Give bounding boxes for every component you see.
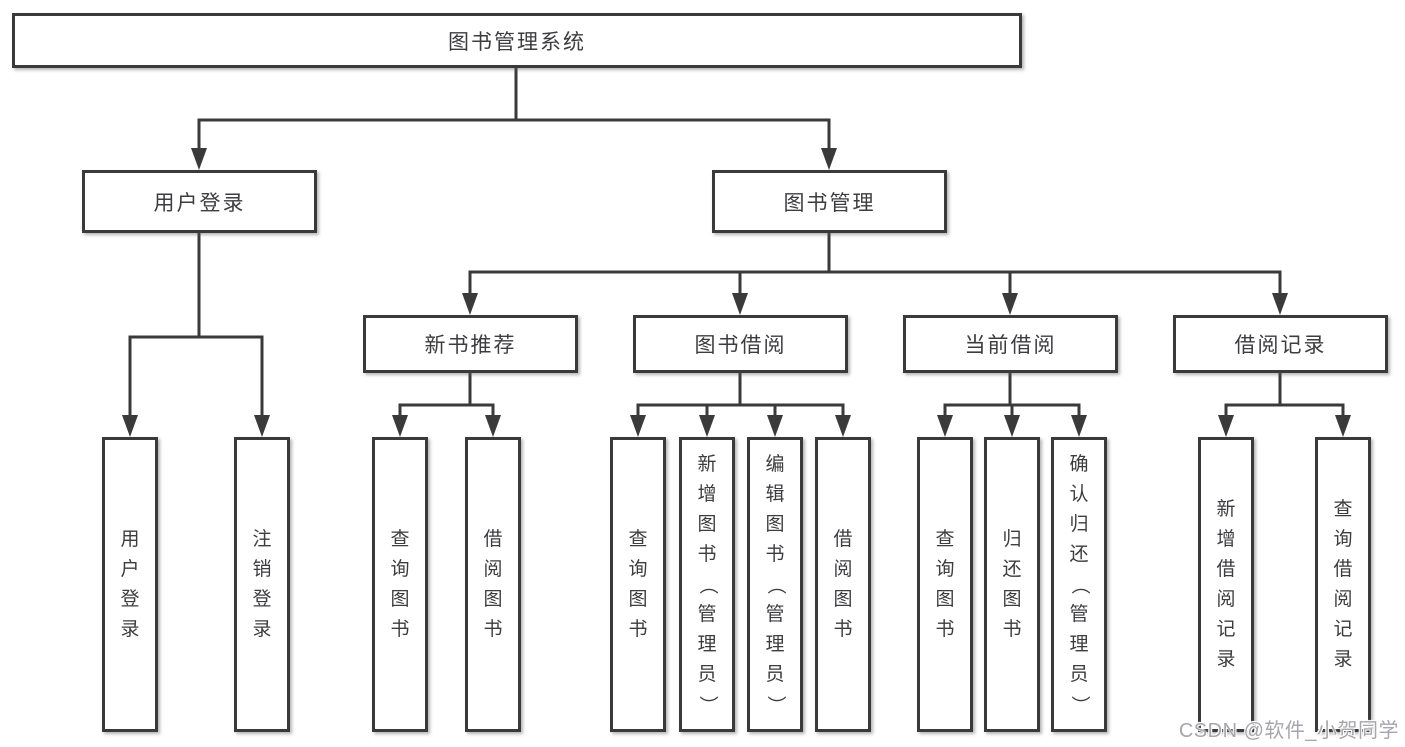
- connector-book-borrow-group: [630, 373, 851, 437]
- leaf-label: 查询图书: [935, 528, 955, 640]
- arrowhead-icon: [699, 415, 715, 437]
- connector-new-book-group: [392, 373, 501, 437]
- leaf-label: 新增借阅记录: [1216, 498, 1236, 670]
- connector-user-login-group: [122, 233, 270, 437]
- arrowhead-icon: [835, 415, 851, 437]
- node-leaf-query-books-1: 查询图书: [372, 437, 428, 732]
- arrowhead-icon: [1071, 415, 1087, 437]
- leaf-label: 用户登录: [120, 528, 140, 640]
- node-user-login: 用户登录: [82, 170, 317, 233]
- node-leaf-return-books: 归还图书: [984, 437, 1040, 732]
- leaf-label: 借阅图书: [833, 528, 853, 640]
- leaf-label: 确认归还（管理员）: [1069, 453, 1090, 715]
- node-leaf-user-login: 用户登录: [102, 437, 158, 732]
- leaf-label: 查询图书: [390, 528, 410, 640]
- leaf-label: 借阅图书: [483, 528, 503, 640]
- node-leaf-confirm-return-admin: 确认归还（管理员）: [1051, 437, 1107, 732]
- csdn-watermark: CSDN @软件_小贺同学: [1178, 720, 1399, 742]
- arrowhead-icon: [1272, 293, 1288, 315]
- connector-borrow-record-group: [1218, 373, 1351, 437]
- arrowhead-icon: [732, 293, 748, 315]
- connector-current-borrow-group: [937, 373, 1087, 437]
- node-leaf-query-borrow-record: 查询借阅记录: [1315, 437, 1371, 732]
- node-leaf-edit-books-admin: 编辑图书（管理员）: [747, 437, 803, 732]
- arrowhead-icon: [1218, 415, 1234, 437]
- node-leaf-add-books-admin: 新增图书（管理员）: [679, 437, 735, 732]
- arrowhead-icon: [630, 415, 646, 437]
- leaf-label: 新增图书（管理员）: [697, 453, 718, 715]
- arrowhead-icon: [462, 293, 478, 315]
- node-root-system: 图书管理系统: [12, 13, 1022, 68]
- arrowhead-icon: [191, 148, 207, 170]
- arrowhead-icon: [937, 415, 953, 437]
- node-leaf-borrow-books-2: 借阅图书: [815, 437, 871, 732]
- node-book-borrow: 图书借阅: [633, 315, 848, 373]
- arrowhead-icon: [767, 415, 783, 437]
- leaf-label: 编辑图书（管理员）: [765, 453, 786, 715]
- node-new-book-recommend: 新书推荐: [363, 315, 578, 373]
- arrowhead-icon: [821, 148, 837, 170]
- arrowhead-icon: [254, 415, 270, 437]
- node-leaf-add-borrow-record: 新增借阅记录: [1198, 437, 1254, 732]
- leaf-label: 查询借阅记录: [1333, 498, 1353, 670]
- arrowhead-icon: [1002, 293, 1018, 315]
- leaf-label: 归还图书: [1002, 528, 1022, 640]
- node-borrow-records: 借阅记录: [1173, 315, 1388, 373]
- arrowhead-icon: [122, 415, 138, 437]
- node-leaf-query-books-3: 查询图书: [917, 437, 973, 732]
- node-current-borrow: 当前借阅: [903, 315, 1118, 373]
- arrowhead-icon: [1004, 415, 1020, 437]
- arrowhead-icon: [485, 415, 501, 437]
- node-leaf-borrow-books-1: 借阅图书: [465, 437, 521, 732]
- arrowhead-icon: [1335, 415, 1351, 437]
- connector-book-mgmt-to-level3: [462, 233, 1288, 315]
- arrowhead-icon: [392, 415, 408, 437]
- leaf-label: 注销登录: [252, 528, 272, 640]
- connector-root-to-level2: [191, 68, 837, 170]
- node-leaf-query-books-2: 查询图书: [610, 437, 666, 732]
- node-leaf-logout: 注销登录: [234, 437, 290, 732]
- node-book-management: 图书管理: [712, 170, 947, 233]
- leaf-label: 查询图书: [628, 528, 648, 640]
